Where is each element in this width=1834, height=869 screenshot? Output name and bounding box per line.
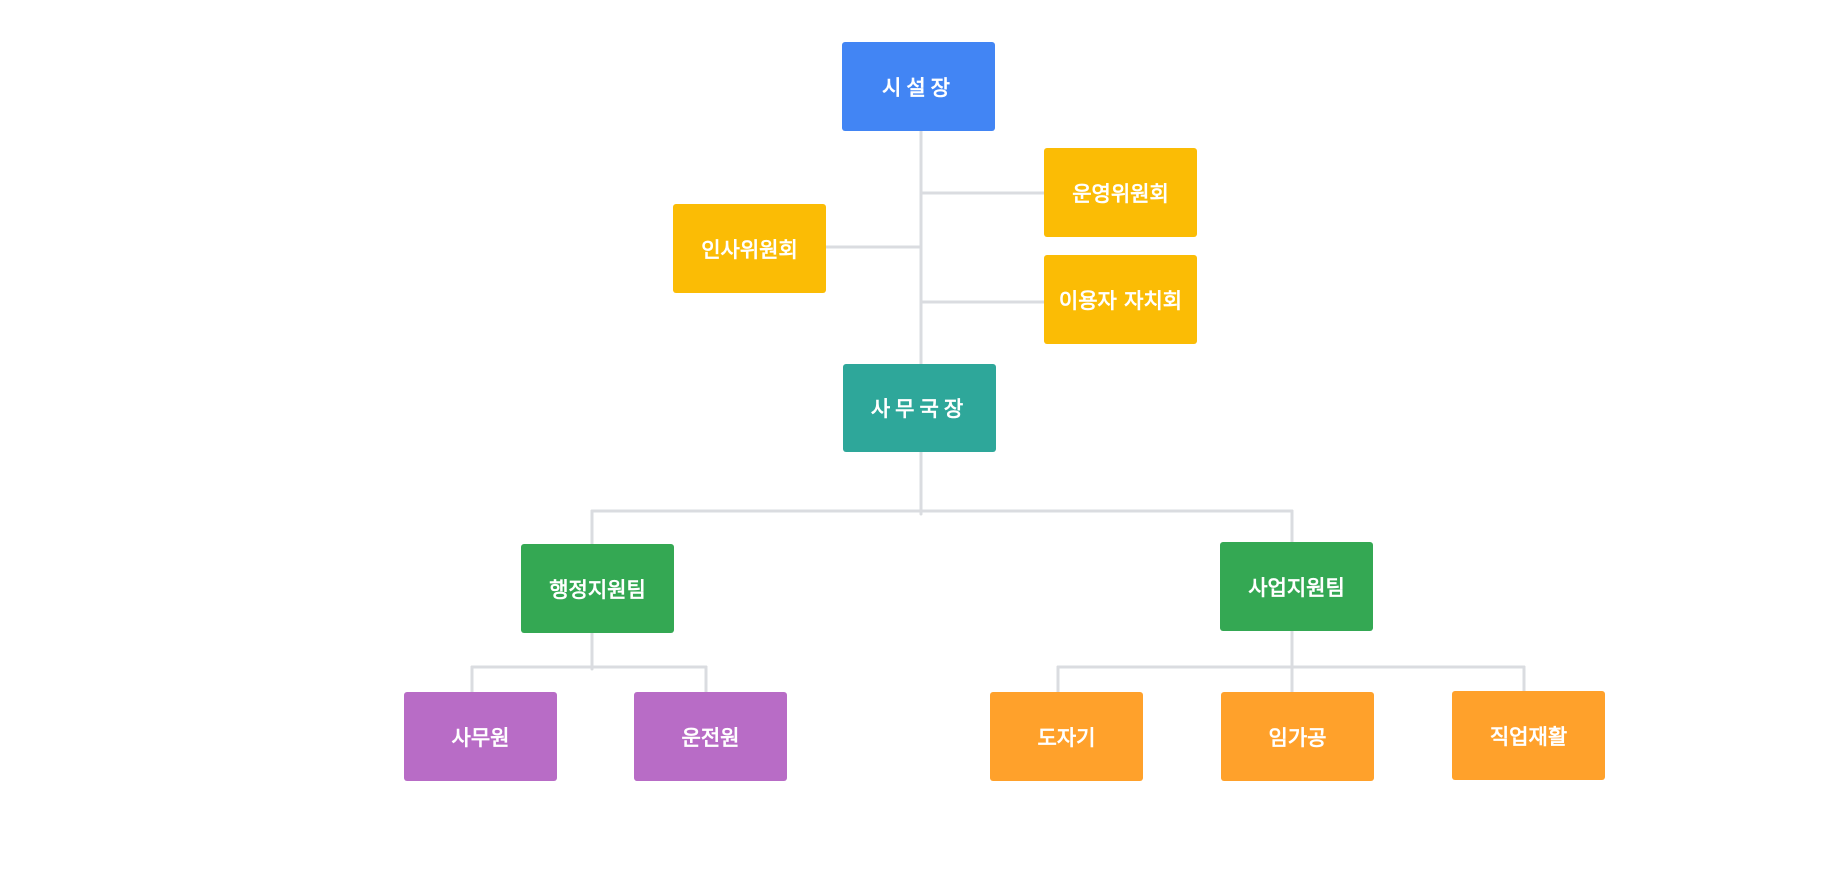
node-director: 시설장	[842, 42, 995, 131]
node-wood-processing: 임가공	[1221, 692, 1374, 781]
node-operating-committee: 운영위원회	[1044, 148, 1197, 237]
node-admin-support-team: 행정지원팀	[521, 544, 674, 633]
node-vocational-rehab: 직업재활	[1452, 691, 1605, 780]
node-secretary-general: 사무국장	[843, 364, 996, 452]
node-ceramics: 도자기	[990, 692, 1143, 781]
node-driver: 운전원	[634, 692, 787, 781]
node-user-council: 이용자 자치회	[1044, 255, 1197, 344]
node-personnel-committee: 인사위원회	[673, 204, 826, 293]
node-clerk: 사무원	[404, 692, 557, 781]
node-business-support-team: 사업지원팀	[1220, 542, 1373, 631]
